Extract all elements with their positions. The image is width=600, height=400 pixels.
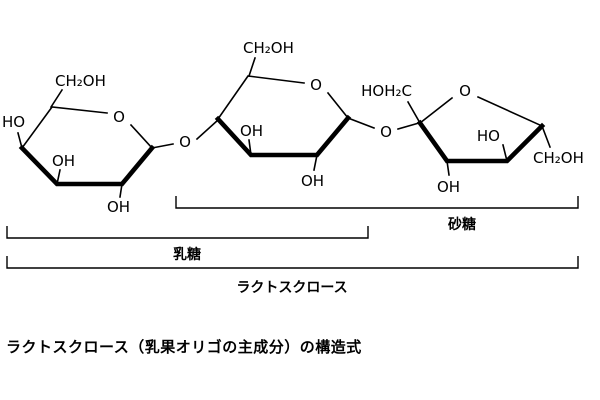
fructose-hoh2c-label: HOH₂C [361, 82, 412, 100]
fructose-substituent-bonds [406, 100, 552, 176]
galactose-ring: CH₂OH HO O OH OH [2, 72, 156, 216]
galactose-oh-up-label: OH [52, 152, 75, 170]
galactose-ch2oh-label: CH₂OH [55, 72, 106, 90]
glucose-oh-down-label: OH [301, 172, 324, 190]
bracket-sucrose-label: 砂糖 [447, 216, 476, 233]
galactose-oh-down-label: OH [107, 198, 130, 216]
bracket-lactosucrose-label: ラクトスクロース [236, 280, 347, 296]
bracket-lactosucrose: ラクトスクロース [6, 256, 579, 296]
fructose-ho-label: HO [477, 127, 500, 145]
fructose-back-bonds [418, 95, 544, 128]
bracket-sucrose-line [175, 196, 579, 209]
fructose-ch2oh-label: CH₂OH [533, 149, 584, 167]
glycosidic-oxygen-left-label: O [179, 133, 191, 151]
bracket-lactose: 乳糖 [6, 226, 369, 263]
fructose-oh-label: OH [437, 178, 460, 196]
glycosidic-bonds: O O [151, 116, 420, 151]
glucose-ch2oh-label: CH₂OH [243, 39, 294, 57]
bracket-lactose-line [6, 226, 369, 239]
bracket-lactosucrose-line [6, 256, 579, 269]
glucose-back-bonds [216, 75, 350, 121]
galactose-ho-label: HO [2, 113, 25, 131]
galactose-substituent-bonds [17, 88, 123, 198]
glycosidic-bond-lines [151, 116, 420, 149]
structure-diagram: CH₂OH HO O OH OH O O CH₂OH O OH OH HO [2, 39, 584, 296]
glycosidic-oxygen-right-label: O [380, 123, 392, 141]
glucose-ring: CH₂OH O OH OH [214, 39, 352, 190]
fructose-ring-oxygen-label: O [459, 82, 471, 100]
glucose-substituent-bonds [247, 56, 318, 171]
galactose-ring-oxygen-label: O [113, 108, 125, 126]
galactose-back-bonds [20, 106, 154, 150]
bracket-lactose-label: 乳糖 [173, 246, 201, 263]
figure-caption: ラクトスクロース（乳果オリゴの主成分）の構造式 [6, 338, 362, 356]
glucose-ring-oxygen-label: O [310, 76, 322, 94]
glucose-front-bonds [214, 114, 352, 158]
fructose-front-bonds [416, 119, 546, 164]
galactose-front-bonds [18, 144, 156, 187]
bracket-sucrose: 砂糖 [175, 196, 579, 233]
fructose-ring: HOH₂C O HO CH₂OH OH [361, 82, 584, 196]
glucose-oh-up-label: OH [240, 122, 263, 140]
